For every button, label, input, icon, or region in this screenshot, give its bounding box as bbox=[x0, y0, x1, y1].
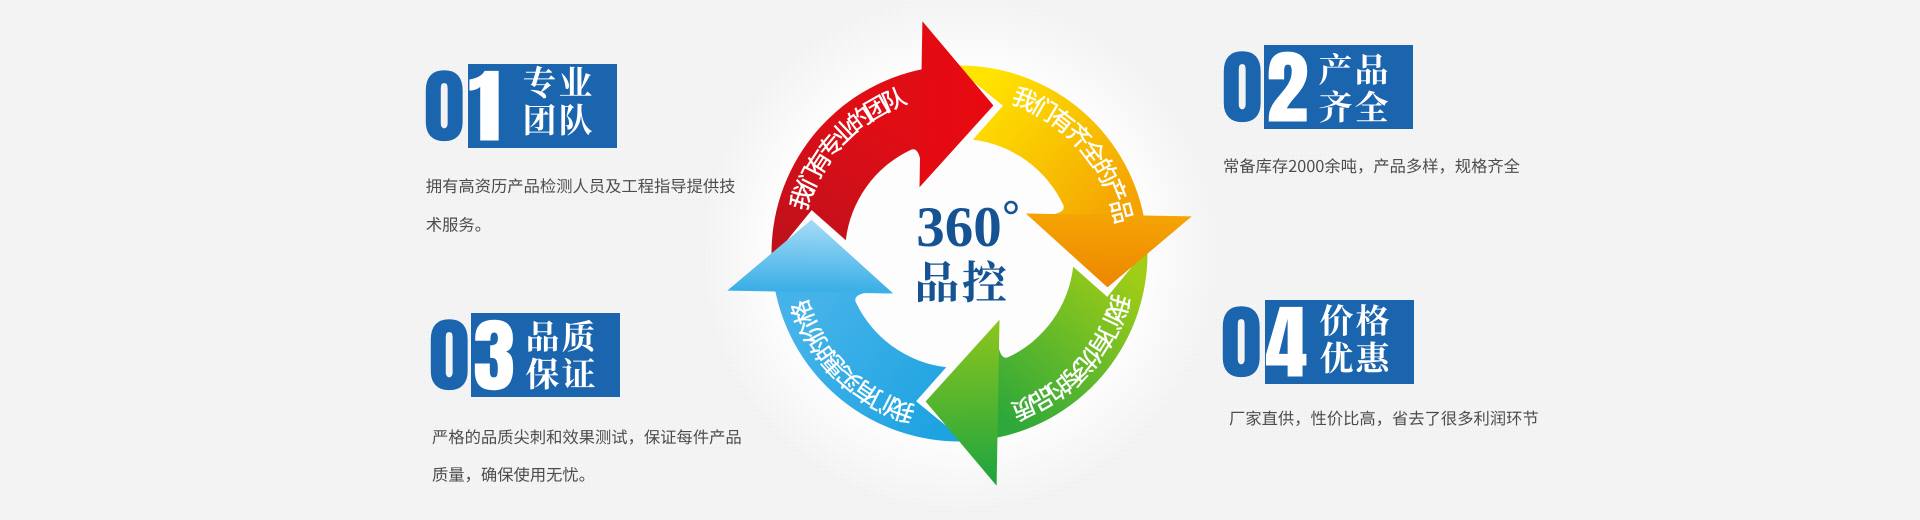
svg-text:360: 360 bbox=[916, 196, 1002, 259]
